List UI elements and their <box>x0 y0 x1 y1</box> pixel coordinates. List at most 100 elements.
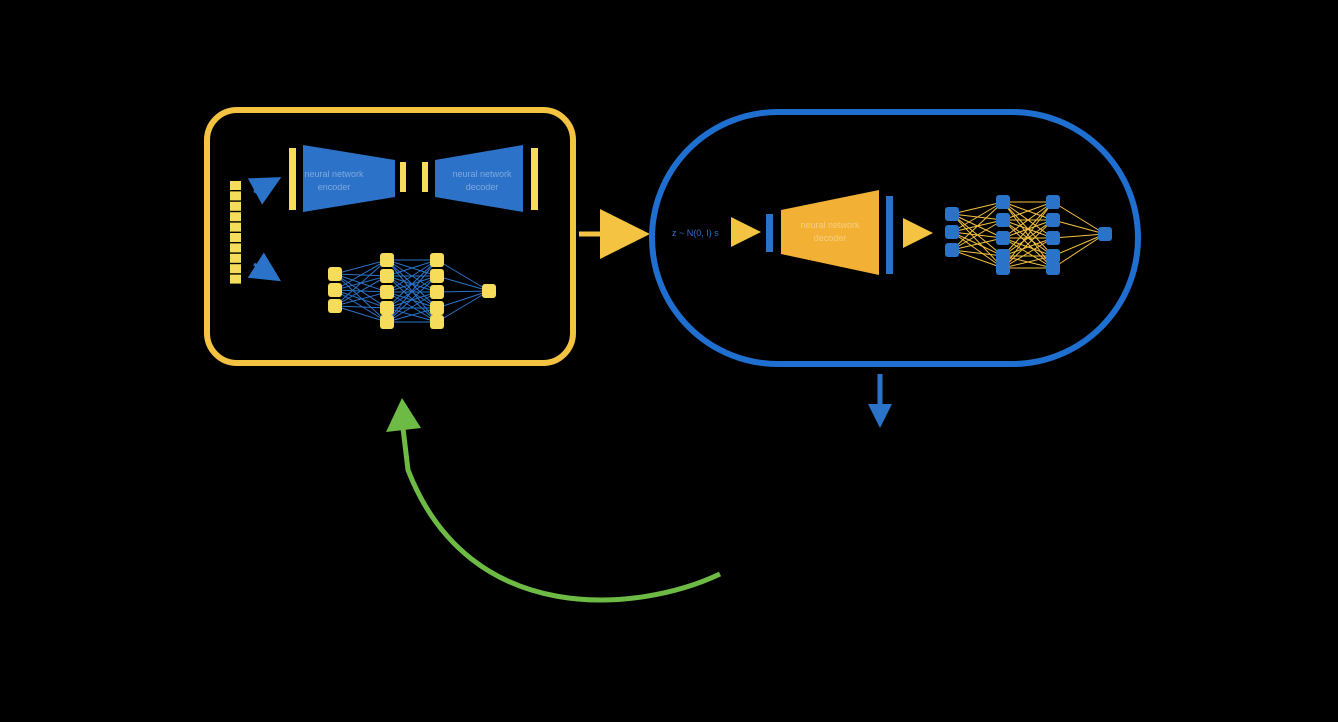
encoder-label-line2: encoder <box>318 182 351 192</box>
network-edge <box>386 275 438 309</box>
network-edge <box>951 231 1004 269</box>
to-autoencoder-arrow <box>247 177 282 205</box>
arrow-down-icon <box>868 374 892 428</box>
network-edge <box>334 259 388 307</box>
network-node <box>996 261 1010 275</box>
generator-decoder-label-line2: decoder <box>814 233 847 243</box>
latent-bar-2 <box>422 162 428 192</box>
network-edge <box>334 259 388 291</box>
input-cell <box>230 181 241 190</box>
generation-box <box>649 109 1141 367</box>
network-edge <box>436 290 490 309</box>
generation-block: z ~ N(0, I) s neural network decoder <box>649 109 1141 367</box>
network-node <box>430 253 444 267</box>
network-edge <box>436 275 490 292</box>
network-node <box>380 253 394 267</box>
sample-label: z ~ N(0, I) s <box>672 228 719 238</box>
network-edge <box>334 275 388 307</box>
network-edge <box>334 305 388 323</box>
network-edge <box>386 259 438 277</box>
curved-arrow-up-icon <box>386 398 722 603</box>
network-edge <box>436 259 490 292</box>
network-edge <box>1002 201 1054 269</box>
network-edge <box>1002 219 1054 257</box>
classifier-network <box>328 253 496 329</box>
to-classifier-arrow <box>247 252 282 282</box>
encoder-label-line1: neural network <box>304 169 364 179</box>
network-node <box>430 269 444 283</box>
latent-input-bar <box>766 214 773 252</box>
network-edge <box>334 273 388 323</box>
network-edge <box>1052 233 1106 269</box>
generated-output-bar <box>886 196 893 274</box>
input-cell <box>230 222 241 232</box>
network-node <box>945 207 959 221</box>
network-edge <box>951 249 1004 257</box>
latent-bar <box>400 162 406 192</box>
network-edge <box>334 305 388 309</box>
network-node <box>380 269 394 283</box>
network-edge <box>386 291 438 323</box>
network-edge <box>951 201 1004 233</box>
network-node <box>996 195 1010 209</box>
network-edge <box>1052 233 1106 257</box>
decoder-trapezoid <box>435 145 523 212</box>
input-cell <box>230 243 241 253</box>
network-edge <box>334 291 388 307</box>
training-block: neural network encoder neural network de… <box>204 107 576 366</box>
encoder-input-bar <box>289 148 296 210</box>
network-node <box>380 301 394 315</box>
network-edge <box>1002 255 1054 269</box>
network-node <box>1046 213 1060 227</box>
network-node <box>430 285 444 299</box>
network-edge <box>436 290 490 293</box>
decoder-output-bar <box>531 148 538 210</box>
network-edge <box>951 201 1004 215</box>
network-edge <box>1002 201 1054 257</box>
network-node <box>430 315 444 329</box>
network-edge <box>1052 201 1106 235</box>
network-edge <box>951 213 1004 269</box>
network-edge <box>334 259 388 275</box>
network-node <box>430 301 444 315</box>
network-node <box>328 267 342 281</box>
network-node <box>945 243 959 257</box>
network-node <box>380 285 394 299</box>
network-edge <box>386 275 438 323</box>
network-node <box>1046 195 1060 209</box>
network-node <box>380 315 394 329</box>
network-edge <box>436 290 490 323</box>
input-cell <box>230 264 241 274</box>
network-edge <box>334 289 388 323</box>
network-node <box>996 249 1010 263</box>
network-node <box>1046 249 1060 263</box>
network-node <box>1046 231 1060 245</box>
input-cell <box>230 191 241 201</box>
input-cell <box>230 274 241 284</box>
network-edge <box>1052 233 1106 239</box>
network-edge <box>386 291 438 309</box>
training-box <box>204 107 576 366</box>
autoencoder: neural network encoder neural network de… <box>289 145 538 212</box>
network-node <box>328 299 342 313</box>
network-edge <box>1002 201 1054 221</box>
encoder-trapezoid <box>303 145 395 212</box>
network-node <box>1098 227 1112 241</box>
network-edge <box>951 219 1004 251</box>
network-node <box>996 231 1010 245</box>
network-node <box>328 283 342 297</box>
network-edge <box>1002 219 1054 269</box>
network-edge <box>386 259 438 323</box>
generator-decoder-trapezoid <box>781 190 879 275</box>
network-node <box>482 284 496 298</box>
input-cell <box>230 201 241 211</box>
network-node <box>996 213 1010 227</box>
input-vector <box>230 181 241 284</box>
network-edge <box>386 259 438 293</box>
network-edge <box>951 201 1004 251</box>
network-edge <box>951 249 1004 269</box>
input-cell <box>230 233 241 242</box>
generator-decoder-label-line1: neural network <box>800 220 860 230</box>
generator-classifier-network <box>945 195 1112 275</box>
